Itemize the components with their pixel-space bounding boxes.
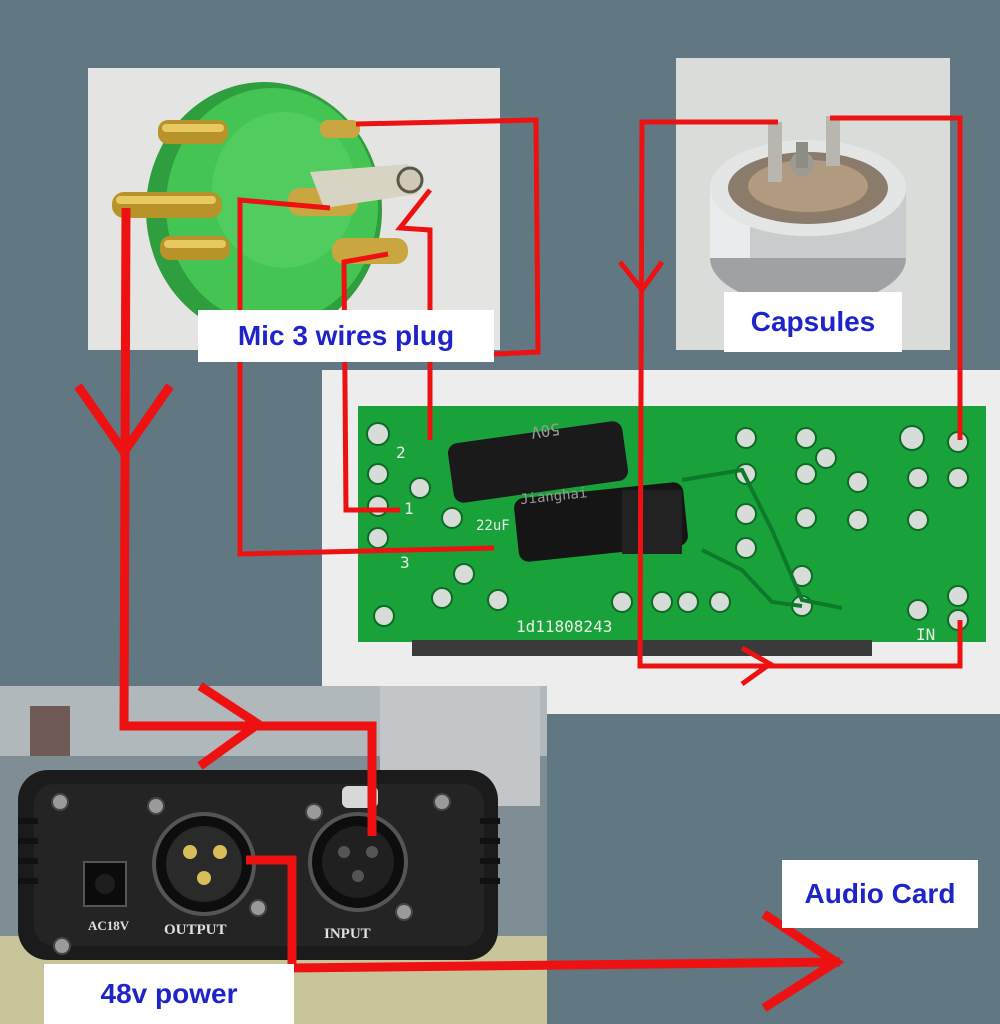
- pcb-pin2-marking: 2: [396, 443, 406, 462]
- wire-pin-middle-to-pcb3: [237, 197, 495, 557]
- capacitor-brand-marking: Jianghai: [519, 485, 588, 508]
- power-wires: [74, 207, 845, 1012]
- wire-pin-bottom-to-pcb1: [341, 251, 400, 513]
- wire-capsule-to-pcb-in: [637, 119, 963, 669]
- pcb-serial-marking: 1d11808243: [516, 617, 612, 636]
- power-48v-label: 48v power: [44, 964, 294, 1024]
- capsules-label: Capsules: [724, 292, 902, 352]
- signal-wires: [237, 115, 963, 687]
- wire-capsule-to-pcb-top: [830, 115, 963, 440]
- input-label: INPUT: [324, 926, 371, 942]
- ac18v-label: AC18V: [88, 918, 130, 933]
- output-label: OUTPUT: [164, 922, 227, 938]
- arrow-capsule-down: [618, 260, 665, 295]
- pcb-pin3-marking: 3: [400, 553, 410, 572]
- pcb-pin1-marking: 1: [404, 499, 414, 518]
- wire-output-to-audio-card: [246, 855, 841, 973]
- pcb-cap-value-marking: 22uF: [476, 518, 510, 534]
- capacitor-voltage-marking: 50V: [529, 419, 561, 442]
- pcb-in-marking: IN: [916, 625, 935, 644]
- arrow-into-input: [197, 682, 266, 770]
- pcb-photo: [322, 370, 1000, 714]
- mic-plug-label: Mic 3 wires plug: [198, 310, 494, 362]
- wire-pin-top-to-pcb: [355, 117, 541, 357]
- audio-card-label: Audio Card: [782, 860, 978, 928]
- wire-mic-to-phantom-input: [119, 207, 377, 836]
- xlr-plug-photo: [88, 68, 500, 350]
- arrow-down-left: [74, 383, 174, 460]
- arrow-to-audio-card: [761, 910, 845, 1012]
- arrow-pcb-right: [740, 645, 775, 687]
